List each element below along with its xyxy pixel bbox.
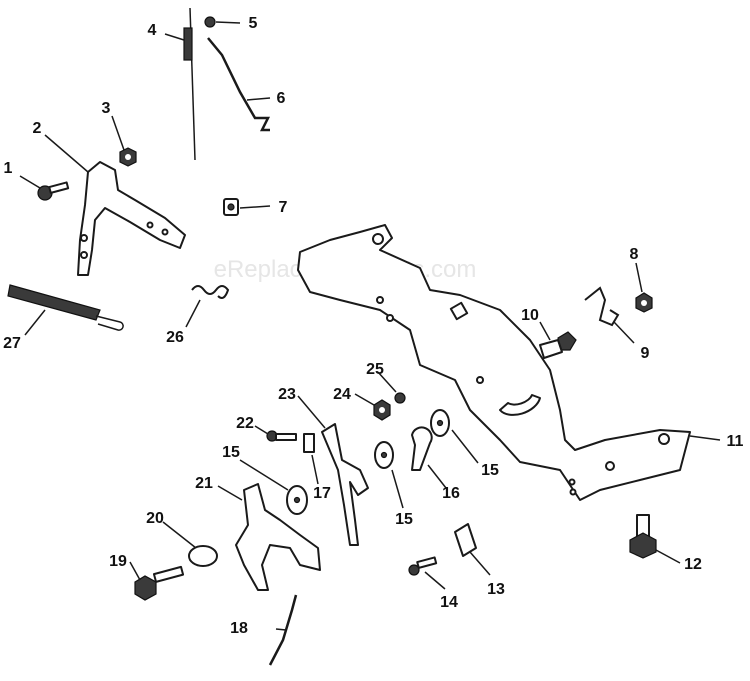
washer-20-part[interactable] (188, 545, 218, 567)
callout-10: 10 (521, 307, 539, 324)
screw-part[interactable] (37, 181, 70, 201)
callout-9: 9 (641, 345, 650, 362)
callout-14: 14 (440, 594, 458, 611)
callout-8: 8 (630, 246, 639, 263)
screw-14-part[interactable] (408, 556, 438, 576)
cable-clip-part[interactable] (223, 198, 239, 216)
callout-6: 6 (277, 90, 286, 107)
callout-labels: 1 2 3 4 5 6 7 8 9 10 11 12 13 14 15 15 1… (3, 15, 743, 637)
flange-bolt-part[interactable] (134, 565, 185, 601)
nut-part[interactable] (119, 147, 137, 167)
callout-11: 11 (727, 433, 744, 450)
callout-24: 24 (333, 386, 351, 403)
link-rod-part[interactable] (207, 37, 271, 132)
callout-18: 18 (230, 620, 248, 637)
lock-nut-part[interactable] (394, 392, 406, 404)
shoulder-bolt-part[interactable] (539, 331, 577, 359)
callout-26: 26 (166, 329, 184, 346)
callout-3: 3 (102, 100, 111, 117)
small-screw-part[interactable] (204, 16, 216, 28)
governor-spring-part[interactable] (7, 284, 124, 331)
nut-24-part[interactable] (373, 399, 391, 421)
callout-20: 20 (146, 510, 164, 527)
callout-21: 21 (195, 475, 213, 492)
callout-16: 16 (442, 485, 460, 502)
throttle-lever-part[interactable] (77, 161, 186, 276)
extension-spring-part[interactable] (191, 285, 230, 299)
callout-15-center: 15 (395, 511, 413, 528)
governor-lever-part[interactable] (411, 426, 433, 471)
callout-15-right: 15 (481, 462, 499, 479)
leader-lines (19, 21, 721, 631)
bushing-part[interactable] (454, 523, 477, 557)
spacer-part[interactable] (303, 433, 315, 453)
callout-25: 25 (366, 361, 384, 378)
control-lever-part[interactable] (235, 483, 321, 591)
flange-nut-part[interactable] (635, 292, 653, 313)
torsion-spring-part[interactable] (584, 286, 620, 327)
callout-13: 13 (487, 581, 505, 598)
callout-27: 27 (3, 335, 21, 352)
callout-23: 23 (278, 386, 296, 403)
callout-5: 5 (249, 15, 258, 32)
callout-15-left: 15 (222, 444, 240, 461)
main-bracket-part[interactable] (297, 224, 691, 501)
callout-22: 22 (236, 415, 254, 432)
hex-bolt-part[interactable] (629, 514, 657, 559)
screw-22-part[interactable] (266, 430, 297, 442)
callout-17: 17 (313, 485, 331, 502)
callout-7: 7 (279, 199, 288, 216)
throttle-cable-part[interactable] (183, 7, 196, 161)
callout-4: 4 (148, 22, 157, 39)
callout-1: 1 (4, 160, 13, 177)
callout-2: 2 (33, 120, 42, 137)
callout-19: 19 (109, 553, 127, 570)
governor-rod-part[interactable] (268, 594, 298, 666)
washer-part[interactable] (286, 409, 450, 515)
speed-control-lever-part[interactable] (321, 423, 369, 546)
callout-12: 12 (684, 556, 702, 573)
